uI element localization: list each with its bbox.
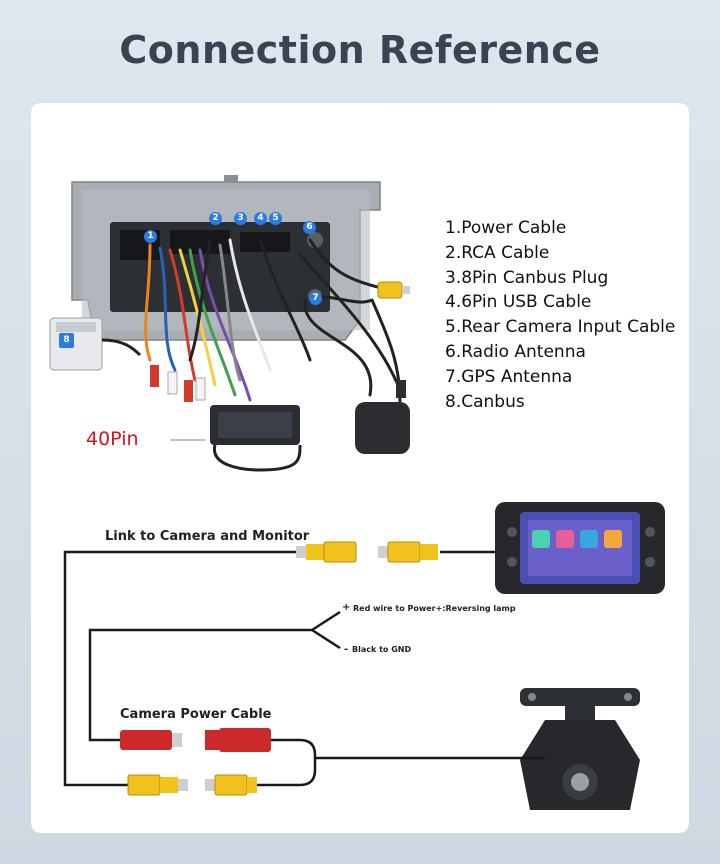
head-unit-rear <box>72 175 380 340</box>
power-connector-right <box>205 728 271 752</box>
connection-wires <box>65 552 545 785</box>
rca-connector-camera-right <box>205 775 257 795</box>
marker-8: 8 <box>59 333 74 348</box>
legend-item: 3.8Pin Canbus Plug <box>445 266 675 291</box>
marker-2: 2 <box>209 212 222 225</box>
connector-40pin <box>170 405 300 470</box>
component-legend: 1.Power Cable 2.RCA Cable 3.8Pin Canbus … <box>445 216 675 414</box>
legend-item: 1.Power Cable <box>445 216 675 241</box>
legend-item: 6.Radio Antenna <box>445 340 675 365</box>
pin-40-label: 40Pin <box>86 428 139 450</box>
marker-5: 5 <box>269 212 282 225</box>
reversing-camera <box>520 688 640 810</box>
plus-sign: + <box>342 602 350 613</box>
rca-connector-monitor-left <box>296 542 356 562</box>
marker-7: 7 <box>309 292 322 305</box>
radio-unit <box>495 502 665 594</box>
legend-item: 8.Canbus <box>445 390 675 415</box>
black-wire-label: Black to GND <box>352 645 411 654</box>
power-connector-left <box>120 730 182 750</box>
legend-item: 7.GPS Antenna <box>445 365 675 390</box>
marker-3: 3 <box>234 212 247 225</box>
minus-sign: - <box>344 644 348 655</box>
legend-item: 5.Rear Camera Input Cable <box>445 315 675 340</box>
legend-item: 4.6Pin USB Cable <box>445 290 675 315</box>
marker-6: 6 <box>303 221 316 234</box>
rca-audio-plugs <box>150 365 205 402</box>
marker-1: 1 <box>144 230 157 243</box>
camera-monitor-label: Link to Camera and Monitor <box>105 529 309 544</box>
rca-connector-monitor-right <box>378 542 438 562</box>
legend-item: 2.RCA Cable <box>445 241 675 266</box>
camera-power-label: Camera Power Cable <box>120 707 272 722</box>
rca-connector-camera-left <box>128 775 188 795</box>
rca-plug-harness <box>378 282 410 298</box>
marker-4: 4 <box>254 212 267 225</box>
red-wire-label: Red wire to Power+:Reversing lamp <box>353 604 516 613</box>
